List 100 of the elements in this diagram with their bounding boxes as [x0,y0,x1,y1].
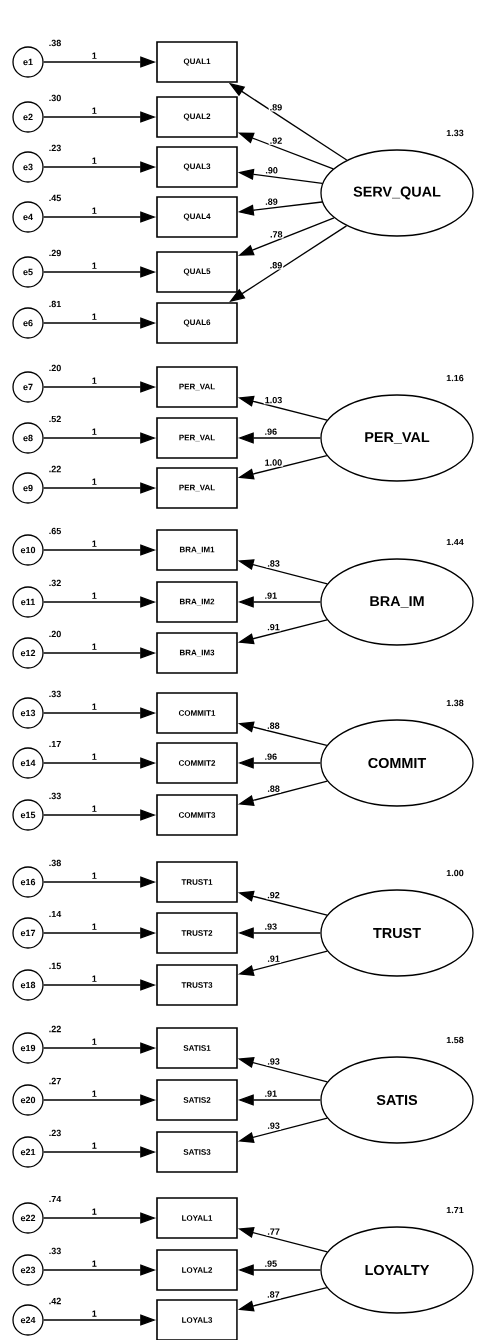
edge-label: .92 [266,890,281,900]
edge-label: .78 [269,230,284,239]
variance-label: .45 [49,194,61,202]
variance-label: .23 [49,144,61,152]
variance-label: .27 [49,1077,61,1085]
indicator-box: SATIS2 [156,1079,238,1121]
variance-label: 1.38 [446,699,464,707]
indicator-box: BRA_IM2 [156,581,238,623]
variance-label: .42 [49,1297,61,1305]
variance-label: .32 [49,579,61,587]
variance-label: .30 [49,94,61,102]
indicator-box: SATIS1 [156,1027,238,1069]
variance-label: 1.71 [446,1206,464,1214]
indicator-box: QUAL6 [156,302,238,344]
indicator-box: QUAL2 [156,96,238,138]
indicator-box: LOYAL2 [156,1249,238,1291]
indicator-box: QUAL3 [156,146,238,188]
edge-label: .93 [263,922,279,931]
variance-label: .33 [49,792,61,800]
edge-label: 1 [90,871,98,880]
edge-label: 1.03 [263,395,284,405]
edge-label: 1.00 [263,458,284,467]
variance-label: .20 [49,364,61,372]
edge-label: 1 [90,752,98,761]
edge-label: 1 [90,1259,98,1268]
edge-label: .83 [266,559,281,568]
edge-label: 1 [90,106,98,115]
indicator-box: BRA_IM3 [156,632,238,674]
variance-label: .38 [49,859,61,867]
indicator-box: TRUST3 [156,964,238,1006]
indicator-box: TRUST2 [156,912,238,954]
edge-label: .87 [266,1290,281,1299]
edge-label: 1 [90,477,98,486]
indicator-box: QUAL5 [156,251,238,293]
edge-label: 1 [90,922,98,931]
indicator-box: COMMIT1 [156,692,238,734]
edge-label: .91 [263,1089,279,1098]
edge-label: .91 [263,591,279,600]
edge-label: .89 [268,103,284,112]
indicator-box: BRA_IM1 [156,529,238,571]
indicator-box: COMMIT3 [156,794,238,836]
edge-label: .96 [263,752,279,761]
edge-label: .88 [266,784,281,793]
variance-label: .33 [49,1247,61,1255]
edge-label: 1 [90,312,98,321]
indicator-box: QUAL1 [156,41,238,83]
edge-label: 1 [90,1037,98,1046]
variance-label: 1.44 [446,538,464,546]
indicator-box: LOYAL1 [156,1197,238,1239]
edge-label: .95 [263,1259,279,1268]
edge-label: .96 [263,427,279,436]
edge-label: 1 [90,702,98,711]
variance-label: 1.16 [446,374,464,382]
variance-label: .14 [49,910,62,918]
edge-label: 1 [90,974,98,983]
variance-label: .38 [49,39,61,47]
variance-label: 1.33 [446,129,464,137]
indicator-box: PER_VAL [156,467,238,509]
edge-label: 1 [90,51,98,60]
edge-label: 1 [90,261,98,270]
edge-label: .91 [266,954,281,963]
edge-label: 1 [90,427,98,436]
variance-label: .29 [49,249,61,257]
edge-label: .91 [266,622,281,632]
variance-label: .22 [49,1025,61,1033]
edge-label: 1 [90,1141,98,1150]
edge-label: 1 [90,642,98,651]
variance-label: .74 [49,1195,62,1203]
edge-label: .93 [266,1121,281,1130]
variance-label: .81 [49,300,61,308]
indicator-box: PER_VAL [156,417,238,459]
edge-label: 1 [90,1089,98,1098]
edge-label: .88 [266,721,281,730]
edge-label: .93 [266,1057,281,1066]
edge-label: .90 [264,166,279,175]
variance-label: .33 [49,690,61,698]
variance-label: .15 [49,962,61,970]
variance-label: .20 [49,630,61,638]
edge-label: 1 [90,1309,98,1318]
edge-label: 1 [90,1207,98,1216]
edge-label: 1 [90,206,98,215]
variance-label: .52 [49,415,61,423]
edge-label: .92 [268,136,284,145]
indicator-box: LOYAL3 [156,1299,238,1340]
variance-label: 1.00 [446,869,464,877]
edge-label: 1 [90,804,98,813]
indicator-box: PER_VAL [156,366,238,408]
variance-label: .65 [49,527,61,535]
edge-label: .89 [268,261,284,270]
variance-label: .23 [49,1129,61,1137]
edge-label: 1 [90,376,98,385]
edge-label: 1 [90,539,98,548]
variance-label: .17 [49,740,61,748]
indicator-box: TRUST1 [156,861,238,903]
variance-label: .22 [49,465,61,473]
edge-label: 1 [90,156,98,165]
edge-label: .77 [266,1227,281,1236]
edge-label: 1 [90,591,98,600]
indicator-box: QUAL4 [156,196,238,238]
edge-label: .89 [264,197,279,206]
